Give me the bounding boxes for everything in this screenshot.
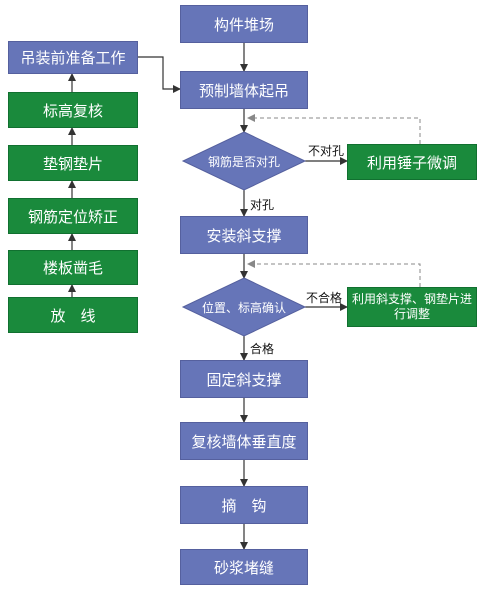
node-unhook: 摘 钩	[180, 486, 308, 524]
arrow-prep-lift	[138, 56, 181, 93]
dashed-loop-adjust	[247, 260, 421, 287]
dashed-loop-hammer	[247, 114, 421, 144]
decision-label-rebar: 钢筋是否对孔	[207, 154, 280, 169]
edge-label-fail: 不合格	[306, 291, 343, 305]
decision-diamond-rebar	[181, 131, 307, 191]
node-shim: 垫钢垫片	[8, 145, 138, 181]
node-start: 构件堆场	[180, 5, 308, 43]
edge-label-not-aligned: 不对孔	[308, 144, 345, 158]
node-chisel: 楼板凿毛	[8, 250, 138, 285]
node-prep: 吊装前准备工作	[8, 41, 138, 74]
node-rebar-pos: 钢筋定位矫正	[8, 198, 138, 234]
node-brace: 安装斜支撑	[180, 216, 308, 254]
node-recheck: 复核墙体垂直度	[180, 422, 308, 460]
node-fix: 固定斜支撑	[180, 360, 308, 398]
decision-label-position: 位置、标高确认	[201, 300, 286, 315]
node-adjust: 利用斜支撑、钢垫片进行调整	[347, 287, 477, 327]
edge-label-aligned: 对孔	[250, 198, 275, 212]
decision-diamond-position	[181, 277, 307, 337]
node-hammer: 利用锤子微调	[347, 144, 477, 180]
node-elev: 标高复核	[8, 92, 138, 128]
edge-label-pass: 合格	[250, 342, 275, 356]
node-grout: 砂浆堵缝	[180, 549, 308, 585]
node-layout: 放 线	[8, 297, 138, 333]
node-lift: 预制墙体起吊	[180, 71, 308, 109]
